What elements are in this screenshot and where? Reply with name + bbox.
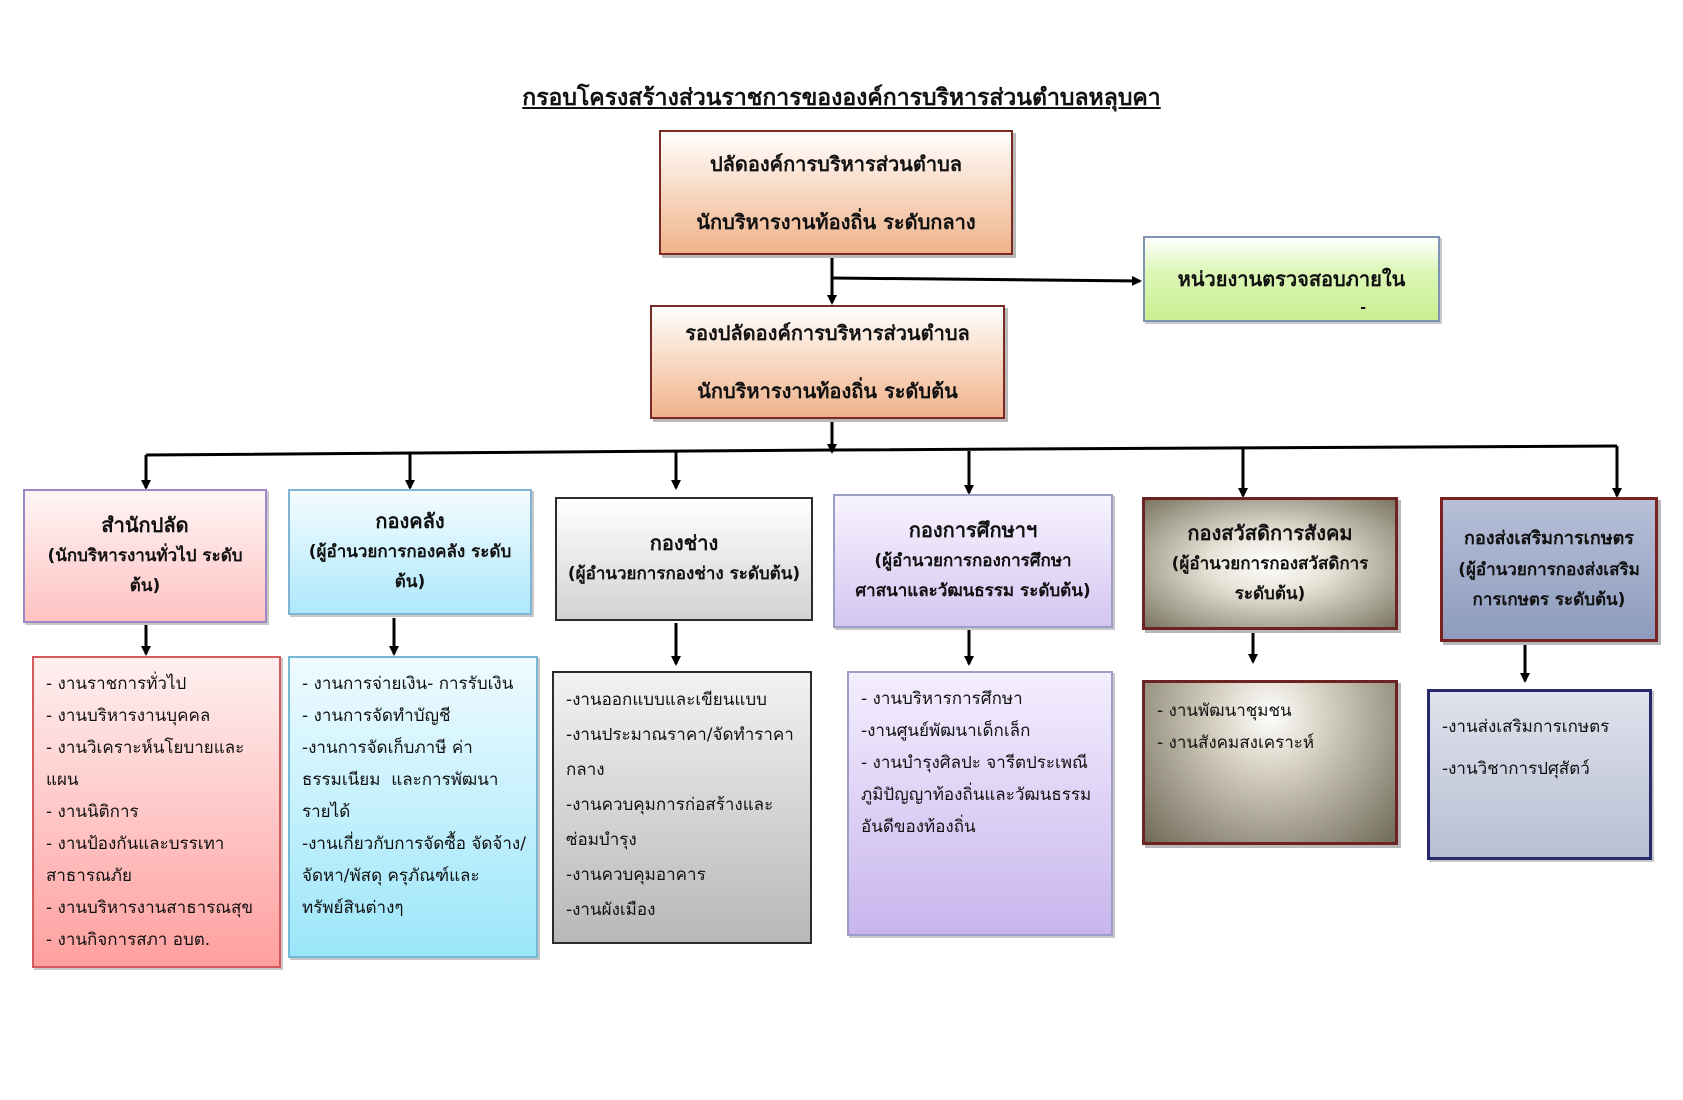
internal-audit-label: หน่วยงานตรวจสอบภายใน [1177, 267, 1406, 291]
division-name: สำนักปลัด [101, 513, 189, 537]
tasks-office-of-the-chief: - งานราชการทั่วไป - งานบริหารงานบุคคล - … [32, 656, 281, 968]
internal-audit-box: หน่วยงานตรวจสอบภายใน - [1143, 236, 1440, 322]
division-head: (ผู้อำนวยการกองการศึกษา ศาสนาและวัฒนธรรม… [855, 551, 1091, 601]
tasks-finance: - งานการจ่ายเงิน- การรับเงิน - งานการจัด… [288, 656, 538, 958]
list-item: - งานบริหารงานบุคคล [46, 706, 211, 726]
list-item: -งานเกี่ยวกับการจัดซื้อ จัดจ้าง/จัดหา/พั… [302, 834, 526, 918]
deputy-administrator-box: รองปลัดองค์การบริหารส่วนตำบล นักบริหารงา… [650, 305, 1005, 419]
list-item: -งานศูนย์พัฒนาเด็กเล็ก [861, 721, 1031, 741]
tasks-agriculture: -งานส่งเสริมการเกษตร -งานวิชาการปศุสัตว์ [1427, 689, 1652, 860]
task-list: - งานบริหารการศึกษา -งานศูนย์พัฒนาเด็กเล… [849, 673, 1111, 843]
tasks-social-welfare: - งานพัฒนาชุมชน - งานสังคมสงเคราะห์ [1142, 680, 1398, 845]
division-header-finance: กองคลัง (ผู้อำนวยการกองคลัง ระดับ ต้น) [288, 489, 532, 615]
list-item: - งานป้องกันและบรรเทาสาธารณภัย [46, 834, 225, 886]
list-item: -งานส่งเสริมการเกษตร [1442, 717, 1610, 737]
division-head: (นักบริหารงานทั่วไป ระดับ ต้น) [47, 546, 243, 596]
list-item: - งานนิติการ [46, 802, 139, 822]
list-item: -งานออกแบบและเขียนแบบ [566, 690, 767, 710]
list-item: - งานบริหารงานสาธารณสุข [46, 898, 254, 918]
division-header-office-of-the-chief: สำนักปลัด (นักบริหารงานทั่วไป ระดับ ต้น) [23, 489, 267, 623]
chart-title: กรอบโครงสร้างส่วนราชการขององค์การบริหารส… [522, 85, 1161, 111]
list-item: -งานประมาณราคา/จัดทำราคากลาง [566, 725, 794, 780]
list-item: - งานสังคมสงเคราะห์ [1157, 733, 1315, 753]
chief-title: ปลัดองค์การบริหารส่วนตำบล [709, 151, 963, 176]
division-name: กองช่าง [649, 531, 719, 555]
tasks-education: - งานบริหารการศึกษา -งานศูนย์พัฒนาเด็กเล… [847, 671, 1113, 936]
list-item: - งานบริหารการศึกษา [861, 689, 1023, 709]
arrow-to-audit [831, 275, 1142, 286]
division-name: กองสวัสดิการสังคม [1187, 520, 1353, 545]
task-list: - งานราชการทั่วไป - งานบริหารงานบุคคล - … [34, 658, 279, 956]
list-item: - งานการจ่ายเงิน- การรับเงิน [302, 674, 514, 694]
list-item: -งานผังเมือง [566, 900, 656, 920]
deputy-level: นักบริหารงานท้องถิ่น ระดับต้น [697, 379, 958, 403]
task-list: - งานพัฒนาชุมชน - งานสังคมสงเคราะห์ [1145, 683, 1395, 759]
tasks-engineering: -งานออกแบบและเขียนแบบ -งานประมาณราคา/จัด… [552, 671, 812, 944]
division-header-engineering: กองช่าง (ผู้อำนวยการกองช่าง ระดับต้น) [555, 497, 813, 621]
list-item: -งานควบคุมอาคาร [566, 865, 706, 885]
chief-administrator-box: ปลัดองค์การบริหารส่วนตำบล นักบริหารงานท้… [659, 130, 1013, 255]
task-list: - งานการจ่ายเงิน- การรับเงิน - งานการจัด… [290, 658, 536, 924]
division-name: กองการศึกษาฯ [908, 518, 1038, 542]
division-head: (ผู้อำนวยการกองช่าง ระดับต้น) [567, 564, 801, 584]
list-item: -งานควบคุมการก่อสร้างและซ่อมบำรุง [566, 795, 774, 850]
division-header-social-welfare: กองสวัสดิการสังคม (ผู้อำนวยการกองสวัสดิก… [1142, 497, 1398, 630]
task-list: -งานออกแบบและเขียนแบบ -งานประมาณราคา/จัด… [554, 673, 810, 928]
division-name: กองส่งเสริมการเกษตร [1464, 527, 1634, 549]
division-name: กองคลัง [375, 509, 445, 533]
list-item: - งานการจัดทำบัญชี [302, 706, 451, 726]
internal-audit-mark: - [1360, 300, 1366, 316]
division-head: (ผู้อำนวยการกองสวัสดิการ ระดับต้น) [1171, 553, 1369, 604]
task-list: -งานส่งเสริมการเกษตร -งานวิชาการปศุสัตว์ [1430, 692, 1649, 790]
list-item: -งานวิชาการปศุสัตว์ [1442, 759, 1590, 779]
horizontal-bus [145, 444, 1618, 457]
list-item: - งานพัฒนาชุมชน [1157, 701, 1292, 721]
list-item: - งานบำรุงศิลปะ จารีตประเพณี ภูมิปัญญาท้… [861, 753, 1099, 837]
division-head: (ผู้อำนวยการกองคลัง ระดับ ต้น) [308, 542, 512, 592]
division-header-education: กองการศึกษาฯ (ผู้อำนวยการกองการศึกษา ศาส… [833, 494, 1113, 628]
list-item: - งานวิเคราะห์นโยบายและแผน [46, 738, 245, 790]
list-item: - งานราชการทั่วไป [46, 674, 187, 694]
division-header-agriculture: กองส่งเสริมการเกษตร (ผู้อำนวยการกองส่งเส… [1440, 497, 1658, 642]
deputy-title: รองปลัดองค์การบริหารส่วนตำบล [685, 321, 970, 345]
list-item: -งานการจัดเก็บภาษี ค่าธรรมเนียม และการพั… [302, 738, 499, 822]
list-item: - งานกิจการสภา อบต. [46, 930, 211, 950]
division-head: (ผู้อำนวยการกองส่งเสริมการเกษตร ระดับต้น… [1458, 559, 1640, 610]
chief-level: นักบริหารงานท้องถิ่น ระดับกลาง [696, 209, 976, 234]
